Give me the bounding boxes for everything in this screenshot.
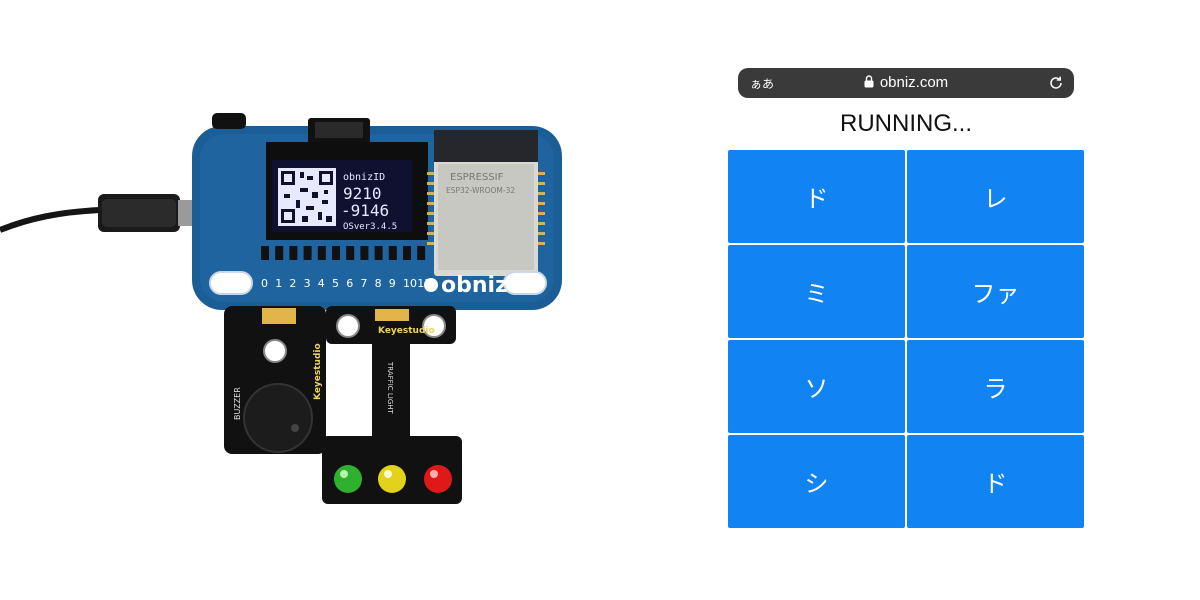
buzzer-mount-hole [263, 339, 287, 363]
pin-socket [346, 246, 355, 260]
pin-number: 5 [332, 277, 339, 290]
logo-icon [424, 278, 438, 292]
key-do-high[interactable]: ド [907, 435, 1084, 528]
pin-number: 1 [275, 277, 282, 290]
pin-socket [289, 246, 298, 260]
key-si[interactable]: シ [728, 435, 905, 528]
traffic-mount-hole-left [336, 314, 360, 338]
pin-number: 2 [289, 277, 296, 290]
pin-socket [303, 246, 312, 260]
led-green [334, 465, 362, 493]
url-text: obniz.com [879, 74, 949, 91]
pin-socket [317, 246, 326, 260]
pin-number: 3 [304, 277, 311, 290]
pin-socket [388, 246, 397, 260]
usb-cable [0, 207, 101, 233]
oled-id-part2: -9146 [341, 201, 389, 220]
pin-socket [275, 246, 284, 260]
pin-number: 4 [318, 277, 325, 290]
key-do[interactable]: ド [728, 150, 905, 243]
module-model: ESP32-WROOM-32 [446, 186, 515, 195]
key-so[interactable]: ソ [728, 340, 905, 433]
module-pins [427, 172, 545, 245]
mount-hole-left [209, 271, 253, 295]
key-fa[interactable]: ファ [907, 245, 1084, 338]
pin-number: 10 [403, 277, 417, 290]
phone-screenshot: ぁあ obniz.com RUNNING... ド レ ミ ファ ソ ラ シ ド [728, 62, 1084, 528]
pin-number: 7 [360, 277, 367, 290]
pin-number: 0 [261, 277, 268, 290]
oled-id-part1: 9210 [343, 184, 382, 203]
pin-socket [374, 246, 383, 260]
pin-socket [403, 246, 411, 260]
key-la[interactable]: ラ [907, 340, 1084, 433]
buzzer-brand: Keyestudio [313, 343, 323, 400]
status-text: RUNNING... [840, 110, 972, 137]
pin-number: 9 [389, 277, 396, 290]
pin-number: 8 [375, 277, 382, 290]
pin-socket [332, 246, 340, 260]
pin-socket [417, 246, 426, 260]
traffic-light-stem [326, 306, 456, 344]
oled-os-version: OSver3.4.5 [343, 222, 397, 232]
reload-icon[interactable] [1048, 75, 1064, 91]
power-switch [212, 113, 246, 129]
pin-socket [360, 246, 369, 260]
mount-hole-right [503, 271, 547, 295]
obniz-device-photo: obnizID 9210 -9146 OSver3.4.5 ESPRESSIF … [0, 113, 562, 504]
piano-key-grid: ド レ ミ ファ ソ ラ シ ド [728, 150, 1084, 528]
led-red [424, 465, 452, 493]
led-yellow [378, 465, 406, 493]
lock-icon [864, 75, 874, 88]
text-size-button[interactable]: ぁあ [750, 77, 775, 91]
pin-socket [261, 246, 269, 260]
buzzer-label: BUZZER [233, 387, 242, 420]
traffic-mount-hole-right [422, 314, 446, 338]
pin-number: 6 [346, 277, 353, 290]
key-mi[interactable]: ミ [728, 245, 905, 338]
oled-id-label: obnizID [343, 172, 385, 183]
board-logo: obniz [441, 273, 508, 298]
buzzer-icon [243, 383, 313, 453]
address-bar[interactable]: ぁあ obniz.com [738, 68, 1074, 98]
pin-header [261, 246, 426, 260]
antenna [434, 130, 538, 162]
traffic-brand: Keyestudio [378, 326, 435, 336]
qr-code [278, 168, 336, 226]
key-re[interactable]: レ [907, 150, 1084, 243]
traffic-label: TRAFFIC LIGHT [386, 361, 394, 415]
url-display[interactable]: obniz.com [738, 74, 1074, 91]
module-brand: ESPRESSIF [450, 172, 504, 183]
